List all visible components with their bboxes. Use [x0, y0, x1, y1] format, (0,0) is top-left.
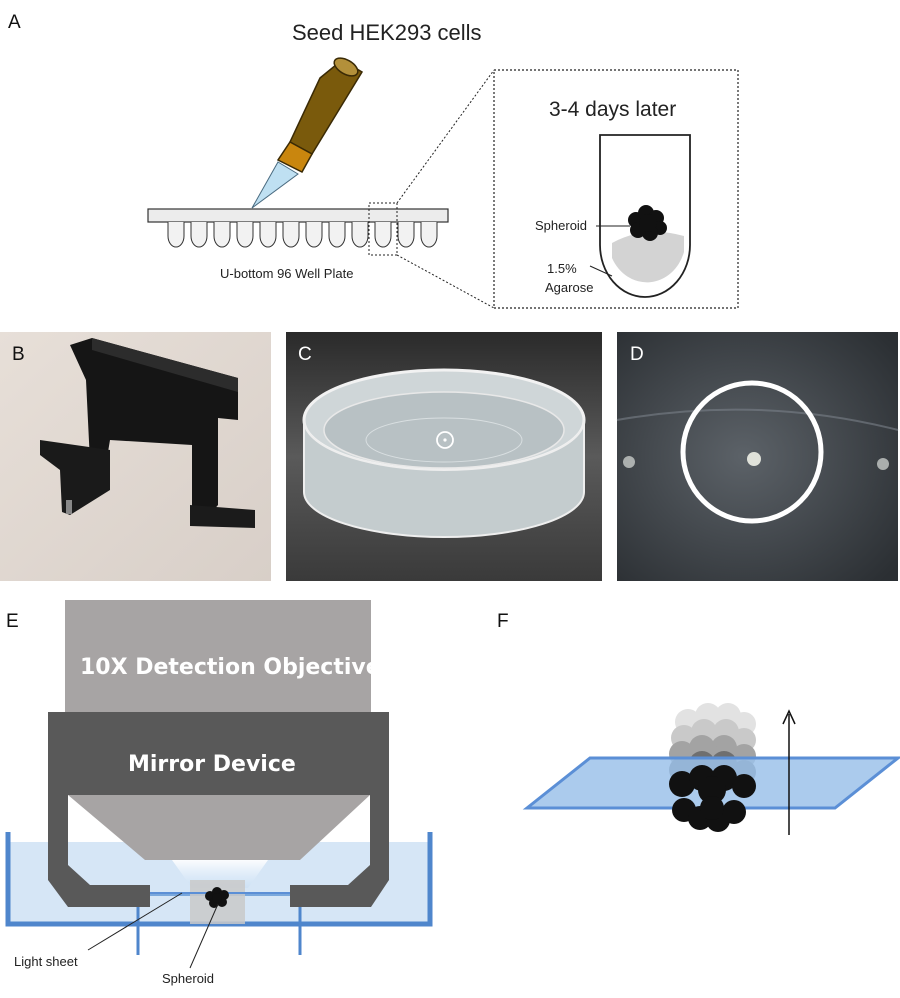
- panel-d-photo: D: [616, 332, 899, 581]
- panel-b-photo: B: [0, 332, 271, 581]
- panel-letter-b: B: [12, 344, 25, 365]
- panel-letter-f: F: [497, 611, 509, 632]
- spheroid-label-a: Spheroid: [535, 218, 587, 233]
- spheroid-icon: [628, 205, 667, 241]
- mirror-device: [48, 712, 389, 907]
- spheroid-marker-circle-zoom: [680, 380, 824, 524]
- agarose-label-2: Agarose: [545, 280, 593, 295]
- inset-title: 3-4 days later: [549, 98, 676, 121]
- spheroid-label-e: Spheroid: [162, 971, 214, 986]
- seed-title: Seed HEK293 cells: [292, 20, 482, 45]
- agarose-label-1: 1.5%: [547, 261, 577, 276]
- detection-objective: [65, 600, 371, 712]
- objective-label: 10X Detection Objective: [80, 655, 381, 680]
- mirror-label: Mirror Device: [128, 752, 296, 777]
- spheroid-slice: [669, 765, 756, 804]
- spheroid-icon-e: [205, 887, 229, 908]
- panel-f: F: [497, 611, 900, 835]
- pipette-icon: [251, 57, 364, 209]
- panel-letter-d: D: [630, 344, 644, 365]
- plate-label: U-bottom 96 Well Plate: [220, 266, 353, 281]
- panel-c-photo: C: [286, 332, 602, 581]
- well-inset: 3-4 days later Spheroid 1.5% Agarose: [493, 69, 739, 309]
- well-plate: [147, 202, 449, 256]
- panel-a: A Seed HEK293 cells: [8, 12, 739, 309]
- panel-e: E 10X Detection Objective Mirror Device …: [5, 600, 433, 986]
- scan-direction-arrow-icon: [782, 709, 796, 835]
- panel-letter-e: E: [6, 611, 19, 632]
- panel-letter-a: A: [8, 12, 21, 33]
- panel-letter-c: C: [298, 344, 312, 365]
- spheroid-marker-circle: [436, 431, 454, 449]
- light-sheet-label: Light sheet: [14, 954, 78, 969]
